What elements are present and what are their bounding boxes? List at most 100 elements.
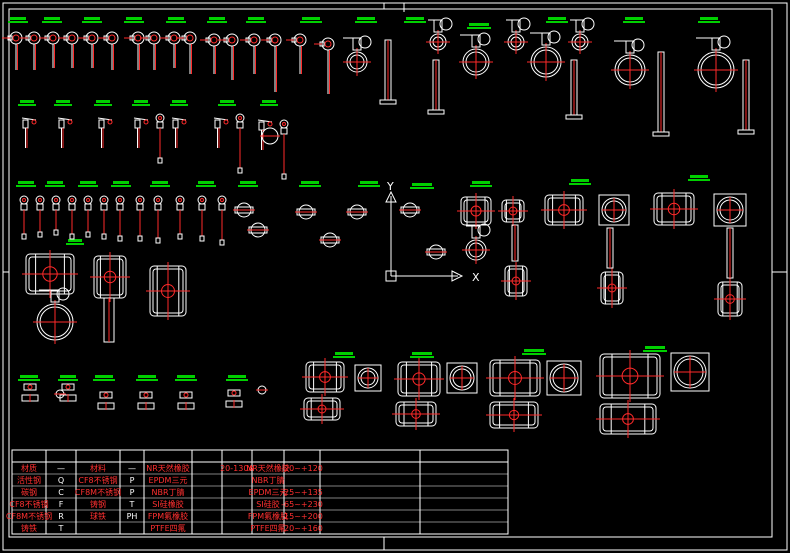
part-label-tag [522, 349, 546, 355]
part-label-tag [333, 352, 355, 358]
pneumatic-actuator-part [146, 262, 190, 320]
valve-stem-part [606, 227, 614, 269]
table-cell: T [58, 524, 64, 533]
part-label-tag [136, 375, 158, 381]
stem-valve-part [135, 195, 145, 242]
pneumatic-actuator-part [501, 262, 531, 300]
stem-valve-part [279, 119, 289, 180]
pneumatic-actuator-part [597, 268, 627, 308]
table-cell: CF8M不锈钢 [6, 511, 52, 521]
table-cell: CF8不锈钢 [9, 499, 48, 509]
table-cell: -65~+230 [281, 500, 323, 509]
handwheel-valve-part [314, 37, 335, 94]
part-label-tag [124, 17, 144, 23]
axis-x-label: X [472, 271, 480, 284]
part-label-tag [166, 17, 186, 23]
pneumatic-actuator-part [541, 191, 587, 229]
part-label-tag [246, 17, 266, 23]
part-label-tag [93, 375, 115, 381]
table-cell: -25~+135 [281, 488, 323, 497]
table-cell: R [58, 512, 64, 521]
pneumatic-actuator-part [300, 394, 344, 424]
handwheel-valve-part [160, 31, 181, 68]
extension-stem-part [379, 39, 397, 105]
table-cell: 20-130A [220, 464, 254, 473]
valve-body-side-view [670, 352, 710, 392]
extension-stem-part [652, 51, 670, 137]
extension-stem-part [737, 59, 755, 135]
part-label-tag [82, 17, 102, 23]
table-cell: NBR丁腈 [151, 487, 184, 497]
butterfly-disc-part [343, 35, 372, 76]
table-cell: P [130, 476, 135, 485]
pneumatic-actuator-part [394, 358, 444, 400]
stem-valve-part [67, 195, 77, 240]
part-label-tag [45, 181, 65, 187]
table-cell: 活性钢 [17, 475, 41, 485]
valve-body-side-view [446, 362, 478, 394]
mini-actuator-part [97, 391, 115, 410]
part-label-tag [404, 17, 426, 23]
butterfly-disc-part [462, 223, 491, 264]
valve-body-side-view [598, 194, 630, 226]
handwheel-valve-part [240, 33, 261, 74]
mini-actuator-part [21, 383, 39, 402]
stem-valve-part [175, 195, 185, 240]
table-cell: 铸钢 [90, 499, 106, 509]
valve-disc-part [233, 202, 255, 218]
pneumatic-actuator-part [486, 356, 544, 400]
stem-valve-part [153, 195, 163, 244]
part-label-tag [546, 17, 568, 23]
part-label-tag [78, 181, 98, 187]
part-label-tag [94, 100, 112, 106]
part-label-tag [58, 375, 78, 381]
valve-body-side-view [354, 364, 382, 392]
part-label-tag [8, 17, 28, 23]
valve-stem-part [511, 224, 519, 262]
lever-valve-part [133, 117, 149, 148]
handwheel-valve-part [98, 31, 119, 70]
table-cell: F [59, 500, 64, 509]
stem-valve-part [19, 195, 29, 240]
handwheel-valve-part [39, 31, 60, 68]
part-label-tag [42, 17, 62, 23]
part-label-tag [16, 181, 36, 187]
pneumatic-actuator-part [457, 193, 495, 229]
pneumatic-actuator-part [596, 400, 660, 438]
stem-valve-part [235, 113, 245, 174]
butterfly-disc-part [694, 35, 738, 92]
part-label-tag [18, 375, 40, 381]
table-cell: 材料 [90, 463, 106, 473]
lever-valve-part [171, 117, 187, 148]
table-cell: SI硅橡胶 [152, 499, 183, 509]
table-cell: -20~+160 [281, 524, 323, 533]
table-cell: NR天然橡胶 [146, 463, 190, 473]
valve-stem-part [726, 227, 734, 279]
stem-valve-part [51, 195, 61, 236]
butterfly-disc-part [260, 127, 280, 145]
pneumatic-actuator-part [650, 189, 698, 229]
mini-actuator-part [137, 391, 155, 410]
table-cell: 铸铁 [21, 523, 37, 533]
handwheel-valve-part [200, 33, 221, 74]
valve-body-side-view [546, 360, 582, 396]
pneumatic-actuator-part [392, 398, 440, 430]
butterfly-disc-part [426, 17, 453, 54]
table-cell: CF8M不锈钢 [75, 487, 121, 497]
table-cell: SI硅胶 [256, 499, 279, 509]
part-label-tag [66, 239, 84, 245]
part-label-tag [470, 181, 492, 187]
valve-body-side-view [713, 193, 747, 227]
extension-stem-part [565, 59, 583, 120]
stem-valve-part [155, 113, 165, 164]
table-cell: T [129, 500, 135, 509]
part-label-tag [111, 181, 131, 187]
valve-disc-part [247, 222, 269, 238]
valve-disc-part [319, 232, 341, 248]
pneumatic-actuator-part [486, 398, 542, 432]
handwheel-valve-part [286, 33, 307, 74]
part-label-tag [623, 17, 645, 23]
table-cell: PTFE四氟 [150, 523, 185, 533]
